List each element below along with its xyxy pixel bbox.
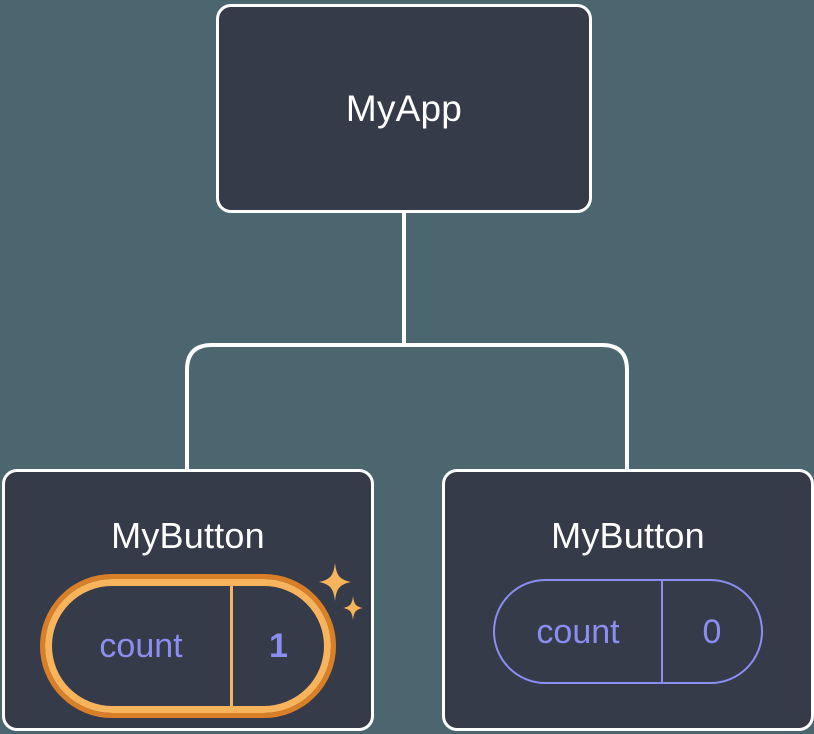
state-key-label: count xyxy=(52,586,233,706)
edge-branch-bar xyxy=(185,343,629,469)
node-myapp-title: MyApp xyxy=(345,87,463,129)
state-key-label: count xyxy=(495,581,663,682)
state-value-label: 0 xyxy=(702,612,722,651)
node-mybutton-1[interactable]: MyButton count 1 xyxy=(2,469,374,731)
node-mybutton-2[interactable]: MyButton count 0 xyxy=(442,469,814,731)
node-mybutton-1-title: MyButton xyxy=(111,515,265,556)
state-pill-wrapper-1: count 1 xyxy=(40,563,363,718)
state-pill-wrapper-2: count 0 xyxy=(493,579,763,684)
node-mybutton-2-title: MyButton xyxy=(551,515,705,556)
node-myapp[interactable]: MyApp xyxy=(216,4,592,213)
state-pill-plain[interactable]: count 0 xyxy=(493,579,763,684)
state-pill-highlighted[interactable]: count 1 xyxy=(40,574,336,718)
state-value-label: 1 xyxy=(269,627,288,665)
